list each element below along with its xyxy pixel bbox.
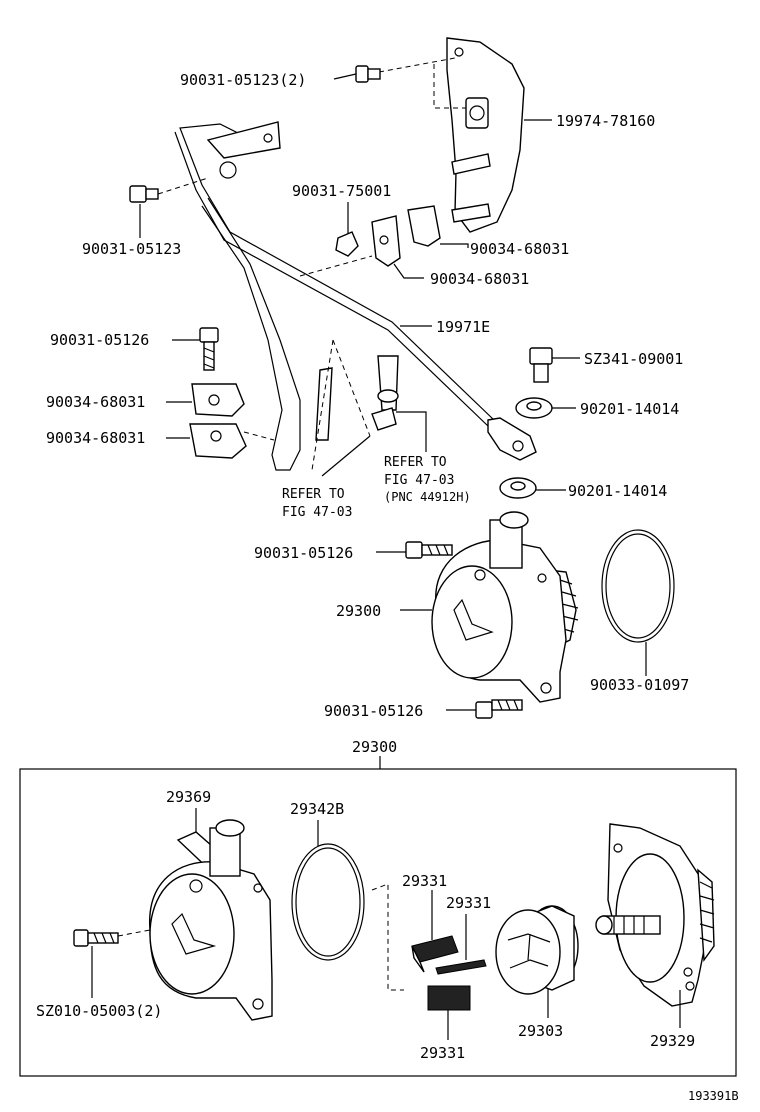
clamp-upper-2 (407, 205, 441, 247)
vane-29331-c (427, 985, 471, 1011)
bolt-90031-05126-left (199, 327, 219, 371)
label-29331-a: 29331 (402, 872, 447, 890)
o-ring-90033-01097 (601, 529, 675, 643)
washer-90201-14014-a (515, 397, 553, 419)
pump-housing-29369 (149, 819, 273, 1021)
refer-a-line2: FIG 47-03 (384, 473, 454, 488)
label-90031-05126-b: 90031-05126 (254, 544, 353, 562)
leader-lines (91, 73, 681, 1040)
rotor-29303 (495, 905, 579, 995)
washer-90201-14014-b (499, 477, 537, 499)
label-90201-14014-a: 90201-14014 (580, 400, 679, 418)
figure-id: 193391B (688, 1089, 739, 1103)
label-29303: 29303 (518, 1022, 563, 1040)
label-90033-01097: 90033-01097 (590, 676, 689, 694)
label-29300-b: 29300 (352, 738, 397, 756)
label-90034-68031-c: 90034-68031 (46, 393, 145, 411)
label-90034-68031-a: 90034-68031 (470, 240, 569, 258)
label-90034-68031-b: 90034-68031 (430, 270, 529, 288)
refer-a-line1: REFER TO (384, 455, 447, 470)
label-sz341-09001: SZ341-09001 (584, 350, 683, 368)
label-29331-b: 29331 (446, 894, 491, 912)
label-29342b: 29342B (290, 800, 344, 818)
exploded-view-box (19, 768, 737, 1077)
label-29369: 29369 (166, 788, 211, 806)
label-90031-05126-c: 90031-05126 (324, 702, 423, 720)
refer-a-line3: (PNC 44912H) (384, 490, 471, 504)
bolt-90031-05123-top (355, 65, 381, 83)
bolt-sz341-09001 (529, 347, 553, 383)
shaft-gear-29329 (595, 823, 715, 1007)
label-90201-14014-b: 90201-14014 (568, 482, 667, 500)
label-90031-05123: 90031-05123 (82, 240, 181, 258)
vane-29331-b (435, 959, 487, 975)
label-29331-c: 29331 (420, 1044, 465, 1062)
label-29300-a: 29300 (336, 602, 381, 620)
bracket-part (446, 37, 525, 233)
o-ring-29342b (291, 843, 365, 961)
label-19971e: 19971E (436, 318, 490, 336)
label-29329: 29329 (650, 1032, 695, 1050)
label-sz010-05003-2: SZ010-05003(2) (36, 1002, 162, 1020)
screw-sz010-05003 (73, 929, 119, 947)
vacuum-pump-top (431, 511, 579, 703)
label-90031-05123-2: 90031-05123(2) (180, 71, 306, 89)
vane-29331-a (411, 935, 459, 973)
label-19974-78160: 19974-78160 (556, 112, 655, 130)
bolt-90031-05126-c (475, 699, 523, 719)
bolt-90031-05126-b (405, 541, 453, 559)
refer-b-line2: FIG 47-03 (282, 505, 352, 520)
label-90031-05126-a: 90031-05126 (50, 331, 149, 349)
vacuum-pipe-part (174, 121, 537, 471)
clamp-left-2 (189, 423, 247, 459)
hose-refer-a (371, 355, 399, 431)
clamp-upper-1 (371, 215, 401, 267)
bolt-90031-05123 (129, 185, 159, 203)
label-90031-75001: 90031-75001 (292, 182, 391, 200)
clamp-left-1 (191, 383, 245, 417)
label-90034-68031-d: 90034-68031 (46, 429, 145, 447)
nut-90031-75001 (335, 231, 359, 257)
refer-b-line1: REFER TO (282, 487, 345, 502)
